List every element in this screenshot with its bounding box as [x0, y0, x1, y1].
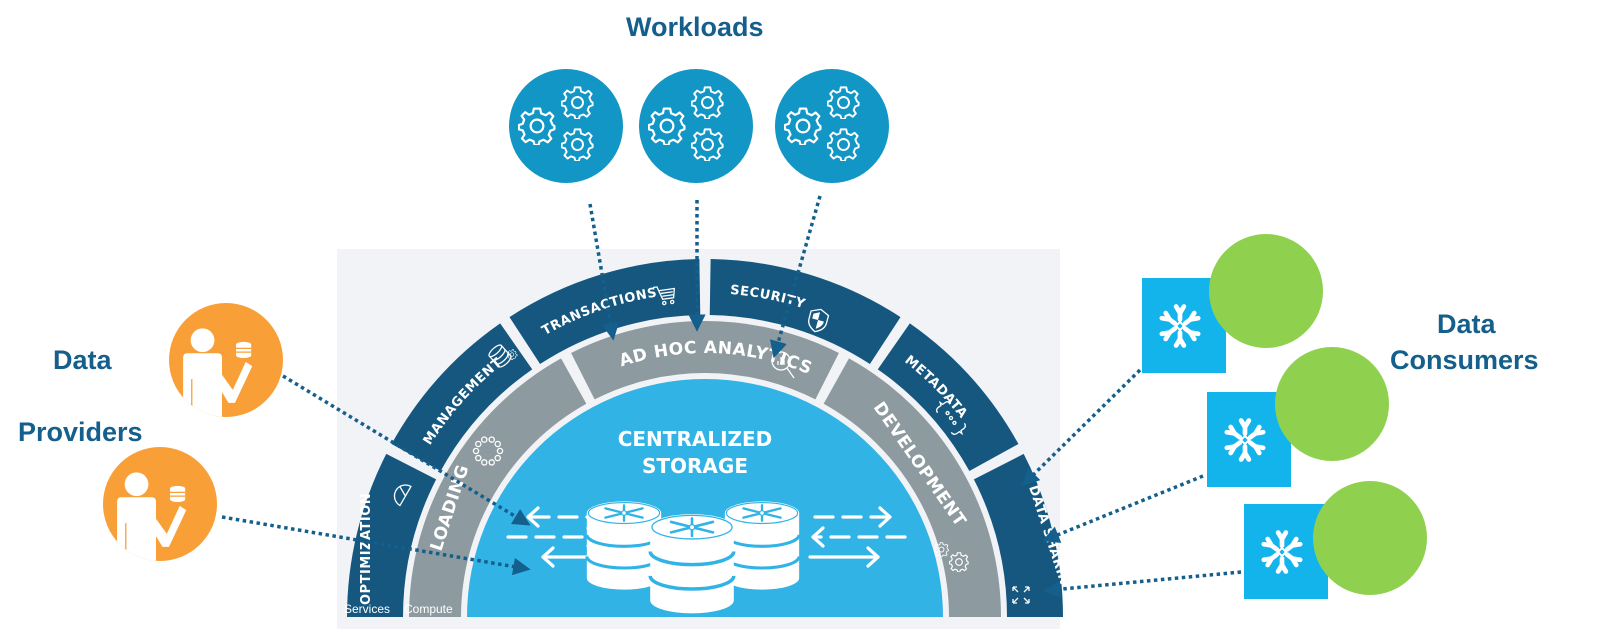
outer-ring-segment-optimization: [347, 453, 437, 617]
consumer-3-connector: [1043, 570, 1242, 598]
consumer-circle: [1209, 234, 1323, 348]
outer-ring-segment-metadata: [877, 323, 1019, 472]
shield-icon: [808, 308, 830, 333]
data-consumer-2: [1207, 347, 1389, 487]
centralized-storage-label-line1: CENTRALIZED: [618, 427, 773, 451]
centralized-storage-label-line2: STORAGE: [642, 454, 748, 478]
consumer-circle: [1275, 347, 1389, 461]
workload-1: [509, 69, 623, 183]
middle-ring-segment-loading: [409, 358, 587, 617]
services-label: Services: [344, 602, 390, 616]
workload-circle: [509, 69, 623, 183]
outer-ring-segment-transactions: [509, 259, 701, 365]
snowflake-icon: [1244, 504, 1328, 599]
workload-1-connector: [588, 203, 620, 341]
right-arrow-bottom: [808, 546, 880, 568]
outer-ring-label-optimization: OPTIMIZATION: [359, 493, 374, 605]
data-consumers-title-line2: Consumers: [1390, 345, 1539, 375]
data-providers-title-line2: Providers: [18, 417, 143, 447]
right-arrow-top: [813, 506, 892, 528]
outer-ring-segment-security: [709, 259, 901, 365]
speedometer-icon: [393, 484, 412, 507]
outer-ring-segment-data-sharing: [973, 453, 1063, 617]
workload-circle: [639, 69, 753, 183]
database-gear-icon: [488, 344, 520, 368]
loading-circle-icon: [472, 436, 504, 466]
consumer-2-connector: [1041, 474, 1204, 543]
right-arrow-middle: [811, 526, 907, 548]
workload-2: [639, 69, 753, 183]
data-consumer-1: [1142, 234, 1323, 373]
middle-ring-segment-development: [823, 358, 1001, 617]
workload-3: [775, 69, 889, 183]
consumer-1-connector: [1021, 368, 1142, 487]
outer-ring-segment-management: [391, 323, 533, 472]
workloads-title: Workloads: [626, 12, 764, 42]
compute-label: Compute: [404, 602, 453, 616]
data-consumer-3: [1244, 481, 1427, 599]
consumer-circle: [1313, 481, 1427, 595]
braces-icon: [935, 400, 967, 436]
workload-3-connector: [769, 195, 822, 359]
workloads-group: [509, 69, 889, 183]
data-consumers-title-line1: Data: [1437, 309, 1496, 339]
provider-1-connector: [282, 374, 531, 526]
data-provider-1: [169, 303, 283, 417]
data-provider-2: [103, 447, 217, 561]
expand-arrows-icon: [1012, 586, 1030, 604]
provider-2-connector: [221, 515, 531, 576]
data-providers-group: [103, 303, 283, 561]
connectors: [221, 195, 1242, 598]
workload-circle: [775, 69, 889, 183]
data-consumers-group: [1142, 234, 1427, 599]
data-providers-title-line1: Data: [53, 345, 112, 375]
shopping-cart-icon: [652, 286, 676, 306]
